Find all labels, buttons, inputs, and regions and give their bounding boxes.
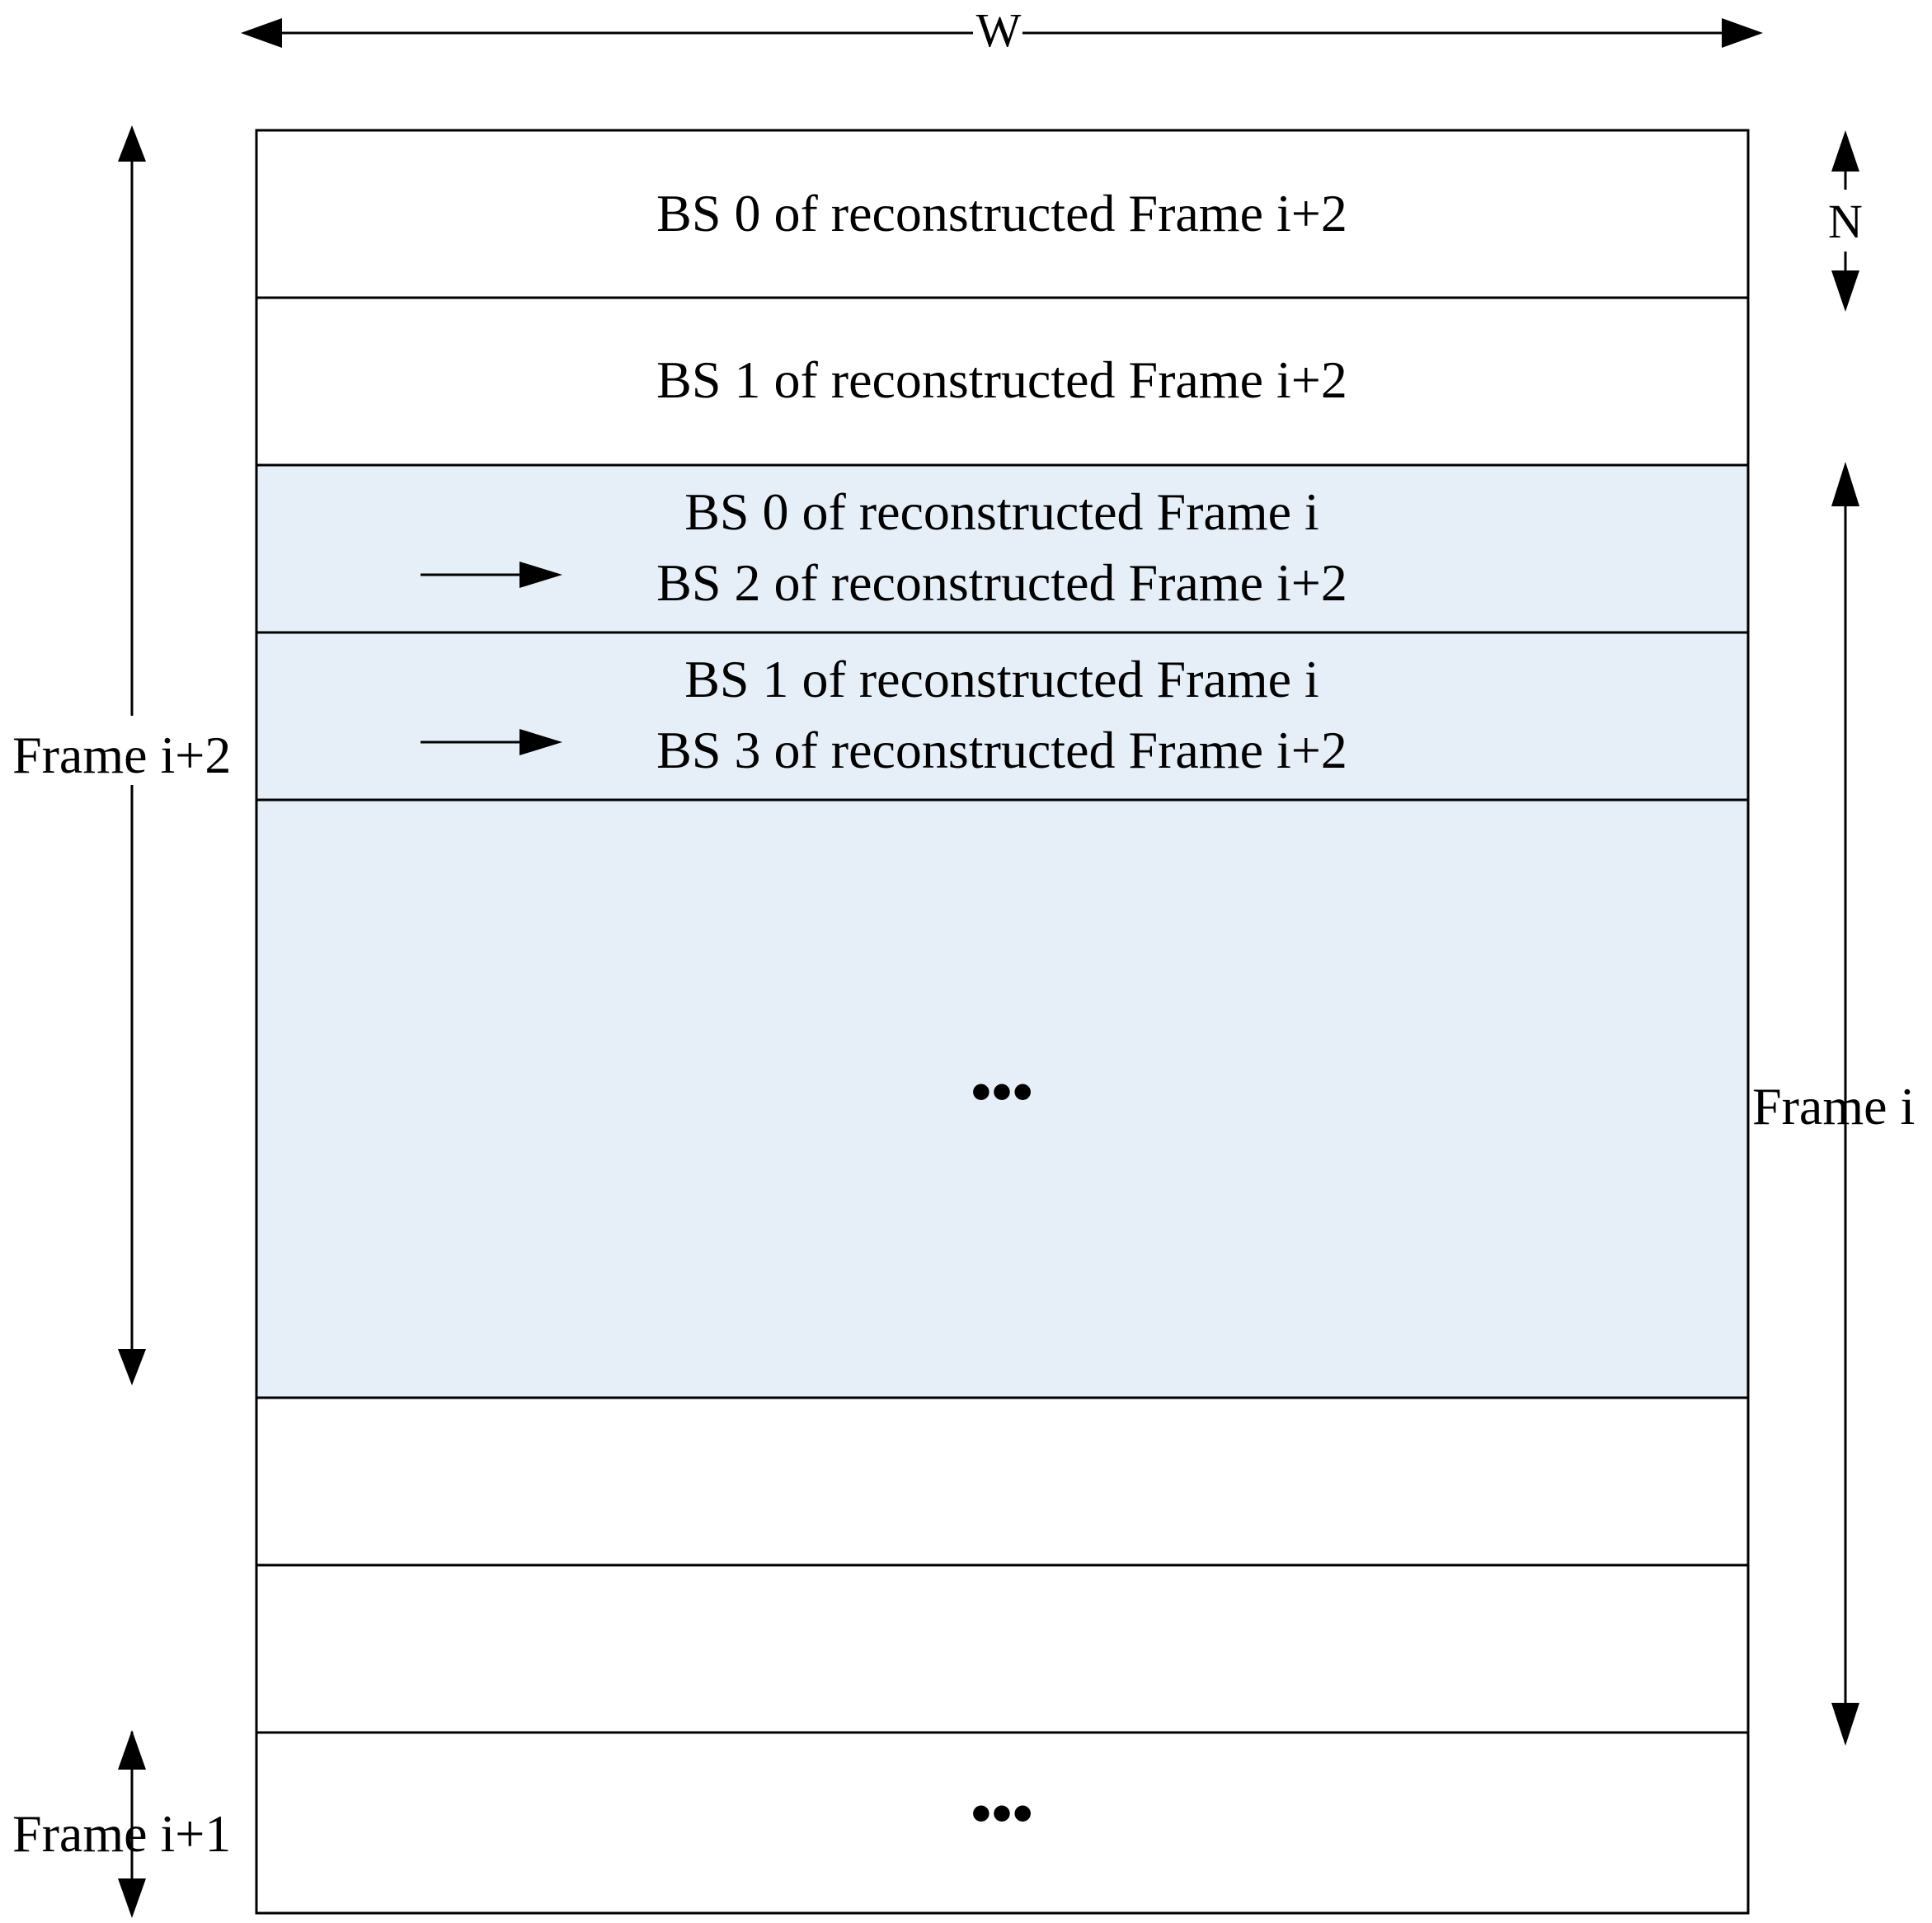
- width-arrow-left: [241, 18, 282, 48]
- row-2-label-bottom: BS 2 of reconstructed Frame i+2: [656, 553, 1347, 612]
- row-3: [255, 631, 1750, 802]
- frame-i-span: Frame i: [1752, 462, 1915, 1746]
- row-1-label: BS 1 of reconstructed Frame i+2: [656, 350, 1347, 409]
- frame-i-plus-1-span: Frame i+1: [12, 1730, 231, 1918]
- row-middle-block: [255, 798, 1750, 1399]
- row-2: [255, 463, 1750, 634]
- frame-i-plus-1-arrow-up: [118, 1730, 146, 1770]
- frame-i-label: Frame i: [1752, 1077, 1915, 1135]
- width-arrow-right: [1722, 18, 1763, 48]
- row-1: [255, 296, 1750, 467]
- frame-i-plus-2-label: Frame i+2: [12, 726, 231, 784]
- frame-i-plus-2-arrow-down: [118, 1349, 146, 1385]
- row-3-label-bottom: BS 3 of reconstructed Frame i+2: [656, 721, 1347, 779]
- row-0: [255, 129, 1750, 299]
- frame-i-plus-2-arrow-up: [118, 125, 146, 162]
- mapping-arrow-row-3: [421, 729, 562, 755]
- height-dimension: N: [1828, 130, 1863, 312]
- frame-i-arrow-up: [1831, 462, 1859, 506]
- width-dimension: W: [241, 3, 1763, 57]
- row-empty-2: [255, 1563, 1750, 1734]
- bottom-ellipsis: •••: [971, 1780, 1033, 1846]
- frame-i-plus-1-arrow-down: [118, 1878, 146, 1918]
- buffer-rows: [255, 129, 1750, 1915]
- row-3-label-top: BS 1 of reconstructed Frame i: [684, 650, 1319, 708]
- height-arrow-up: [1831, 130, 1859, 172]
- frame-i-plus-2-span: Frame i+2: [12, 125, 251, 1385]
- row-2-label-top: BS 0 of reconstructed Frame i: [684, 482, 1319, 541]
- mapping-arrow-row-2: [421, 562, 562, 588]
- frame-i-plus-1-label: Frame i+1: [12, 1804, 231, 1863]
- height-label: N: [1828, 195, 1863, 248]
- width-label: W: [976, 3, 1022, 57]
- height-arrow-down: [1831, 270, 1859, 312]
- middle-ellipsis: •••: [971, 1059, 1033, 1125]
- frame-i-arrow-down: [1831, 1703, 1859, 1746]
- row-bottom: [255, 1731, 1750, 1915]
- row-empty-1: [255, 1396, 1750, 1567]
- row-0-label: BS 0 of reconstructed Frame i+2: [656, 184, 1347, 242]
